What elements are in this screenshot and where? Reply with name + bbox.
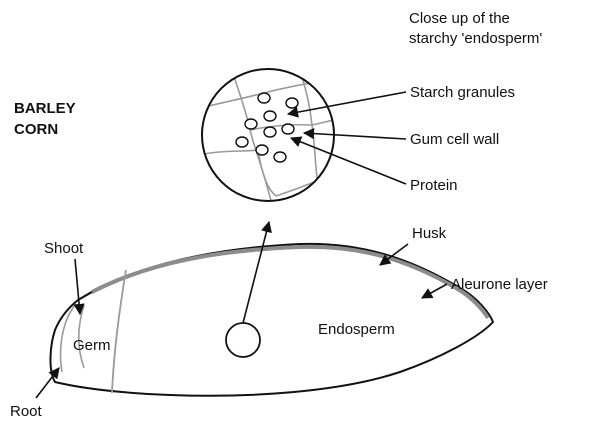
- gum-arrow: [304, 133, 406, 139]
- label-starch-granules: Starch granules: [410, 84, 515, 101]
- label-husk: Husk: [412, 225, 447, 242]
- starch-arrow: [288, 92, 406, 114]
- label-shoot: Shoot: [44, 240, 84, 257]
- label-germ: Germ: [73, 337, 111, 354]
- barley-corn: [50, 244, 493, 396]
- closeup-caption-line-1: Close up of the: [409, 10, 510, 27]
- label-protein: Protein: [410, 177, 458, 194]
- sample-circle: [226, 323, 260, 357]
- closeup-caption-line-2: starchy 'endosperm': [409, 30, 542, 47]
- title-line-2: CORN: [14, 121, 58, 138]
- label-aleurone-layer: Aleurone layer: [451, 276, 548, 293]
- label-root: Root: [10, 403, 43, 420]
- protein-arrow: [291, 138, 406, 184]
- label-endosperm: Endosperm: [318, 321, 395, 338]
- label-gum-cell-wall: Gum cell wall: [410, 131, 499, 148]
- magnified-view: [200, 69, 340, 205]
- grain-outline: [50, 244, 493, 396]
- title-line-1: BARLEY: [14, 100, 76, 117]
